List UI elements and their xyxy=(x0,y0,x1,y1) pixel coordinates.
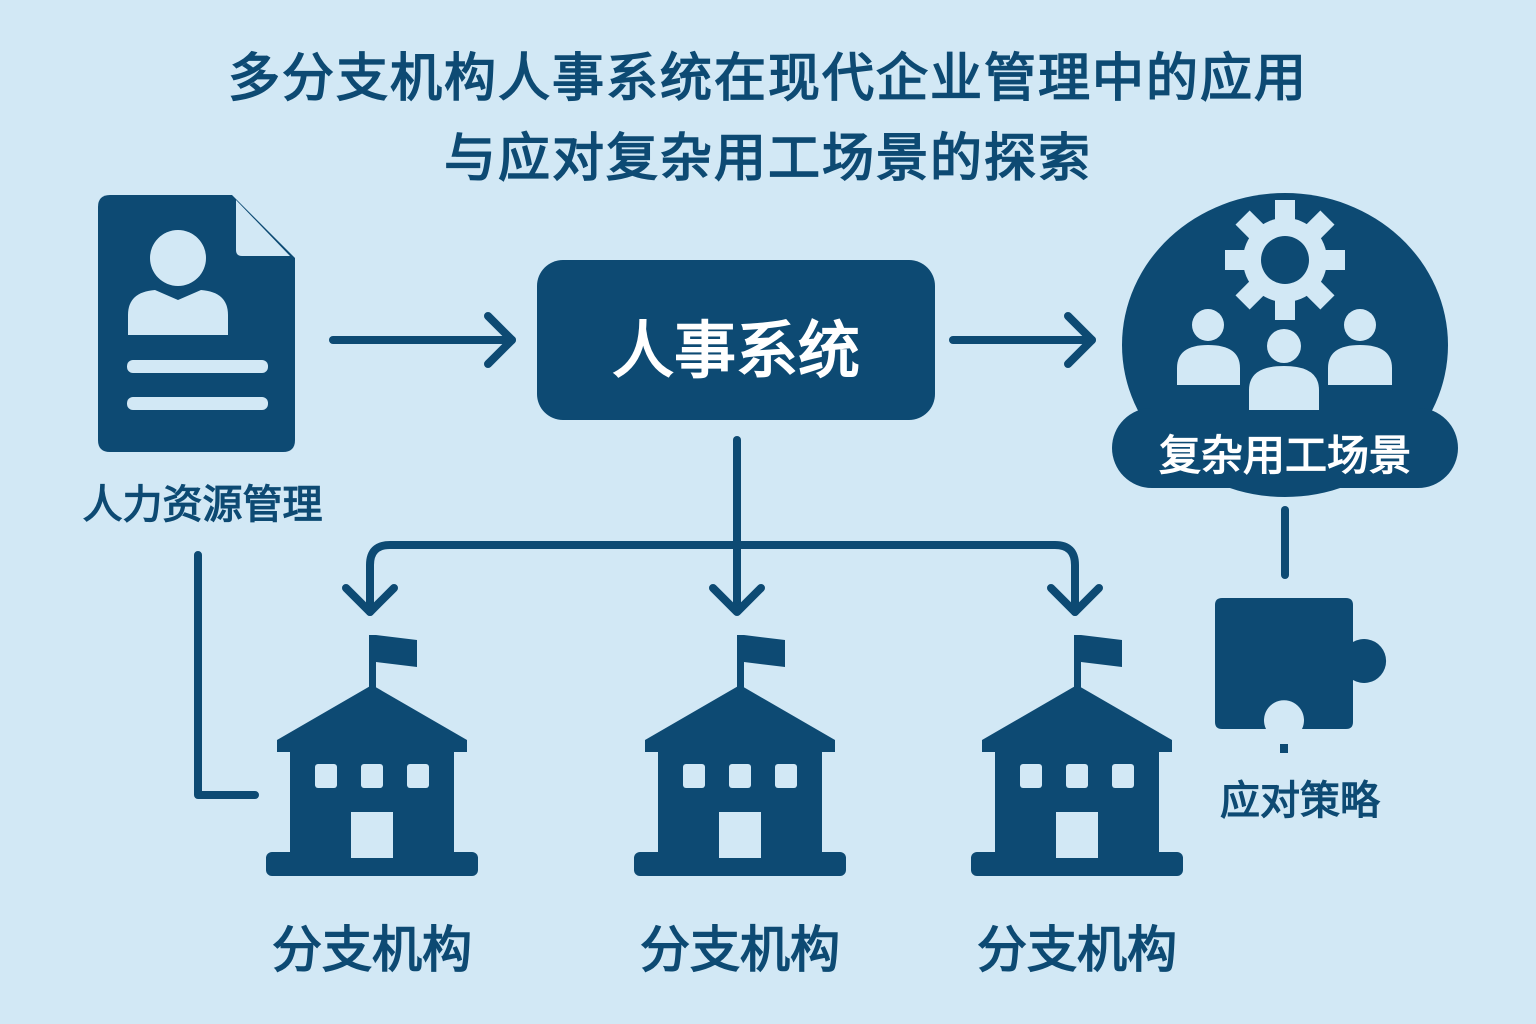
hr-system-box xyxy=(537,260,935,420)
complex-scenarios-label: 复杂用工场景 xyxy=(1158,431,1411,480)
branch-label: 分支机构 xyxy=(640,921,840,979)
page-title-line2: 与应对复杂用工场景的探索 xyxy=(443,129,1092,189)
gear-people-icon xyxy=(1112,193,1458,497)
document-person-icon xyxy=(98,195,295,452)
building-flag-icon xyxy=(971,635,1183,876)
connector-arrows xyxy=(194,312,1289,799)
puzzle-icon xyxy=(1215,598,1387,753)
strategy-label: 应对策略 xyxy=(1220,778,1380,824)
building-flag-icon xyxy=(266,635,478,876)
building-flag-icon xyxy=(634,635,846,876)
branch-label: 分支机构 xyxy=(272,921,472,979)
hr-management-label: 人力资源管理 xyxy=(82,482,323,528)
branch-label: 分支机构 xyxy=(977,921,1177,979)
page-title-line1: 多分支机构人事系统在现代企业管理中的应用 xyxy=(227,49,1308,109)
hr-system-label: 人事系统 xyxy=(611,314,860,387)
